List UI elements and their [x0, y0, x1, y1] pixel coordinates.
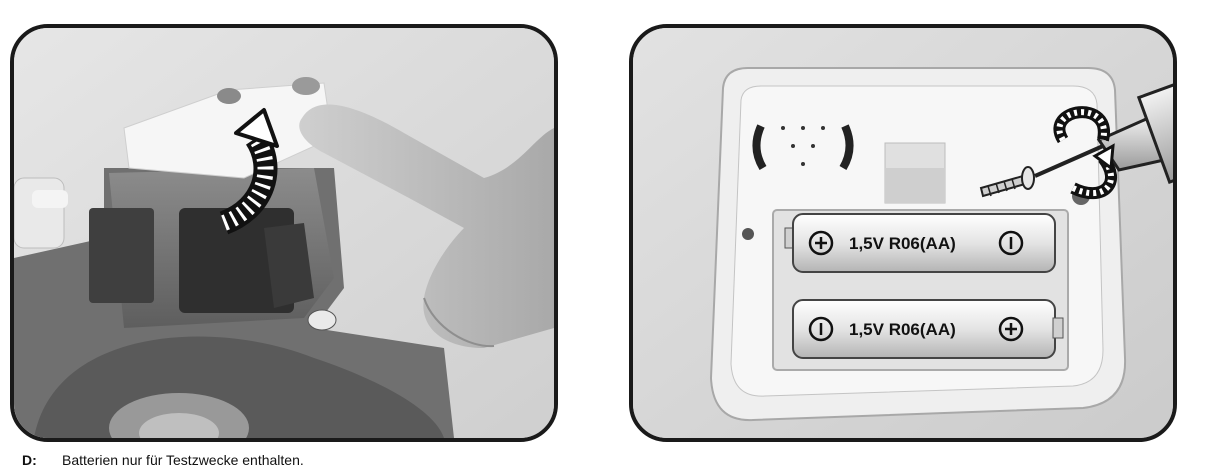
illustration-open-lid [10, 24, 558, 442]
battery-2: 1,5V R06(AA) [793, 300, 1063, 358]
cab-window-left [89, 208, 154, 303]
footnote-text: Batterien nur für Testzwecke enthalten. [62, 452, 304, 466]
footnote-language: D: [22, 450, 62, 466]
battery-1-label: 1,5V R06(AA) [849, 234, 956, 253]
battery-1: 1,5V R06(AA) [785, 214, 1055, 272]
battery-2-label: 1,5V R06(AA) [849, 320, 956, 339]
tractor-scene [14, 28, 554, 438]
battery-compartment-scene: 1,5V R06(AA) 1,5V R06(AA) [633, 28, 1173, 438]
footnote: D:Batterien nur für Testzwecke enthalten… [22, 450, 304, 466]
illustration-battery-compartment: 1,5V R06(AA) 1,5V R06(AA) [629, 24, 1177, 442]
